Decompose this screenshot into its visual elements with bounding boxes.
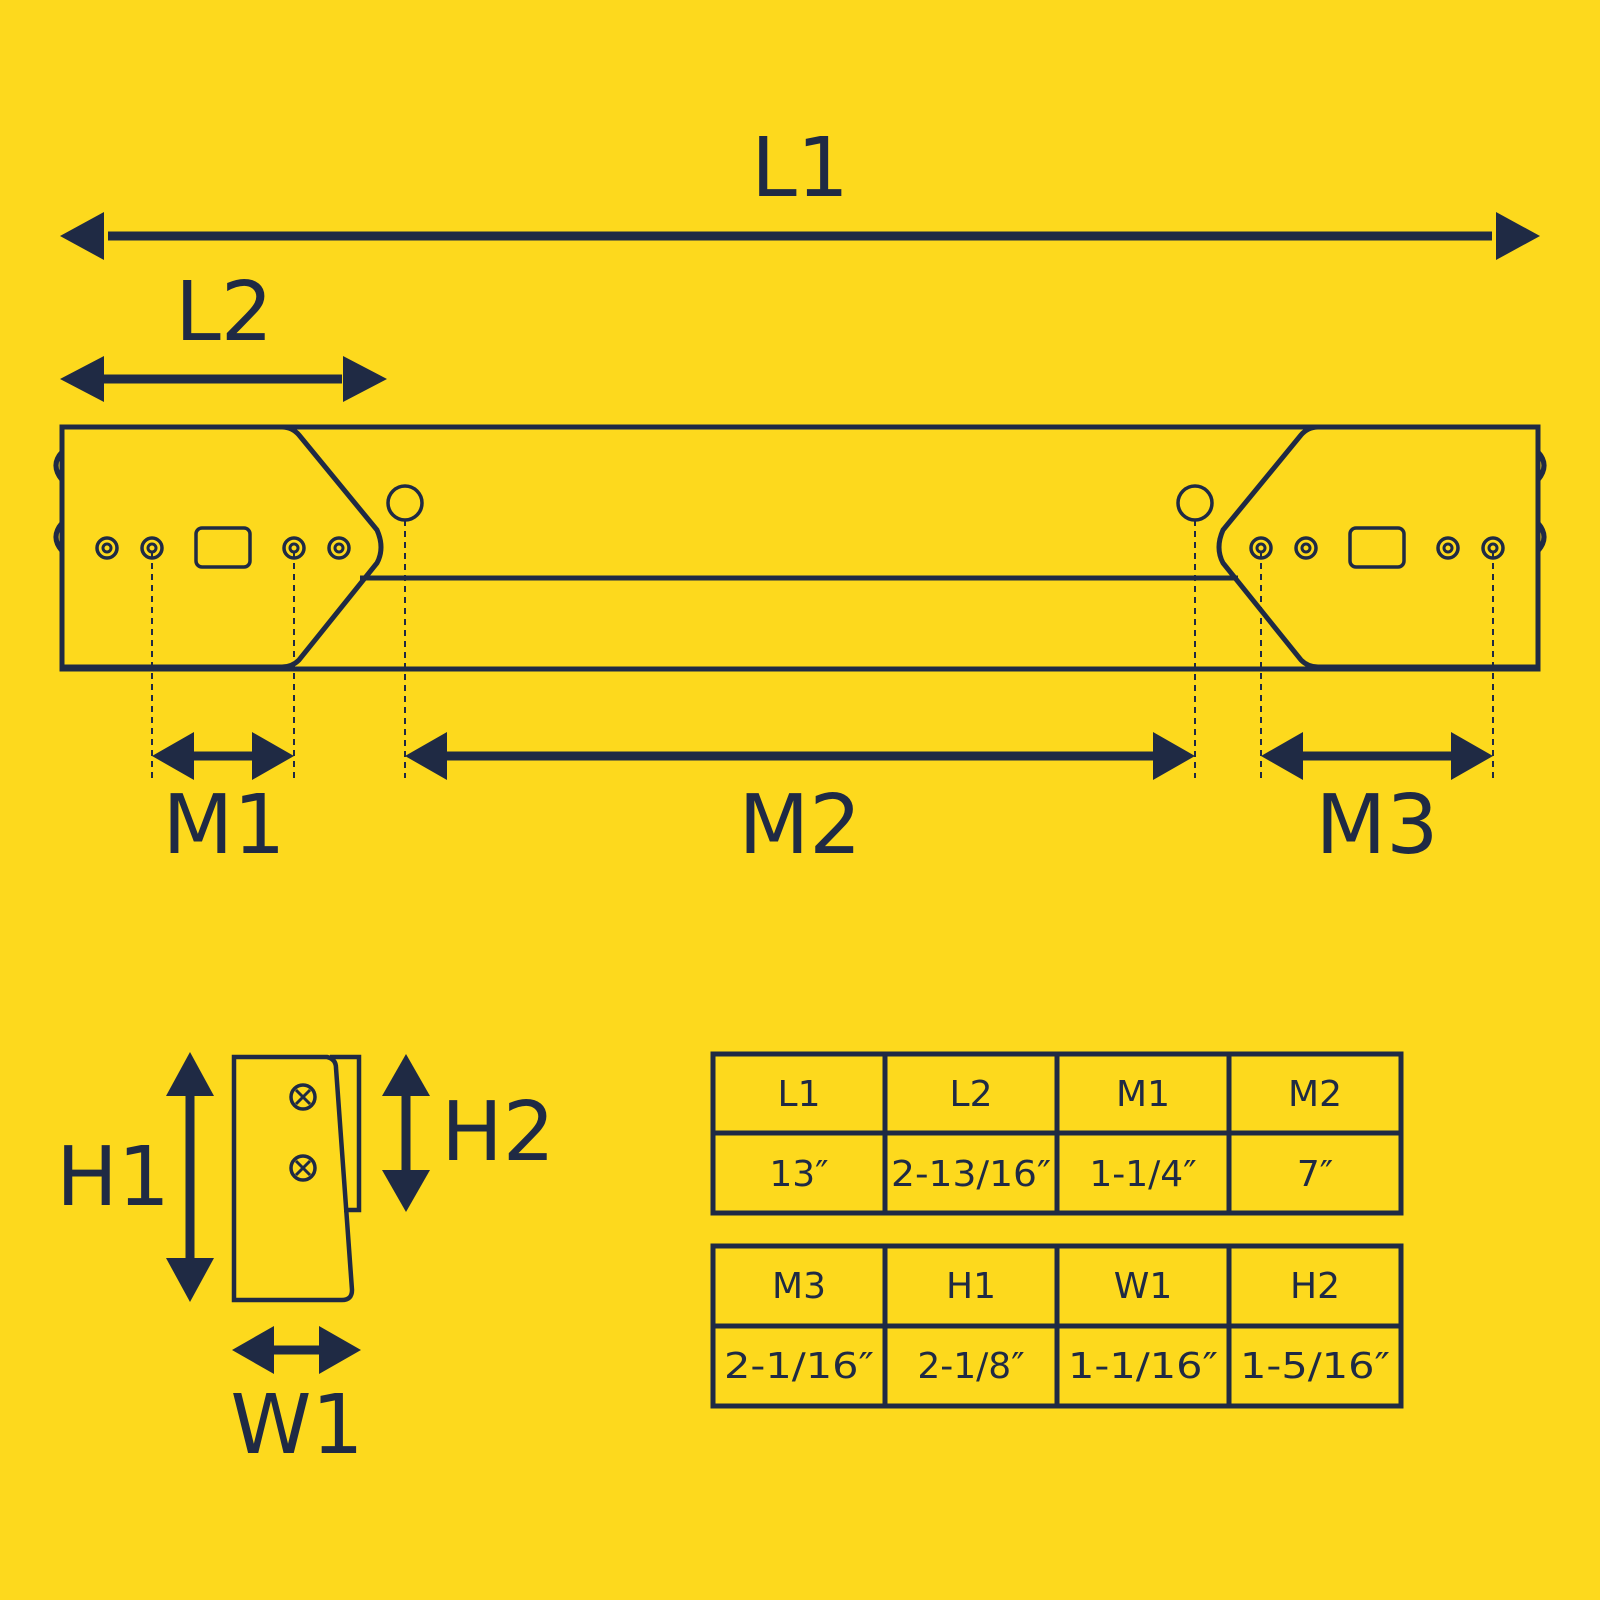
right-hole-2 xyxy=(1294,536,1318,560)
l2-label: L2 xyxy=(175,265,273,360)
table-header-cell: M1 xyxy=(1116,1074,1170,1115)
left-hole-4 xyxy=(327,536,351,560)
left-end-plate xyxy=(62,424,384,670)
extension-lines xyxy=(151,520,1494,778)
table-value-cell: 2-13/16″ xyxy=(891,1154,1051,1195)
table-value-cell: 2-1/16″ xyxy=(724,1346,874,1387)
dimension-table-1: L1 L2 M1 M2 13″ 2-13/16″ 1-1/4″ 7″ xyxy=(710,1051,1404,1216)
m2-dimension: M2 xyxy=(405,732,1195,873)
mount-hole-right xyxy=(1176,484,1214,522)
right-end-tab xyxy=(1535,450,1547,553)
m3-dimension: M3 xyxy=(1261,732,1493,873)
part-side-view xyxy=(231,1054,362,1303)
left-slot xyxy=(194,526,252,569)
table-value-cell: 1-1/4″ xyxy=(1089,1154,1196,1195)
table-header-cell: H2 xyxy=(1290,1266,1340,1307)
table-value-cell: 1-1/16″ xyxy=(1068,1346,1218,1387)
screw-icon xyxy=(289,1083,317,1111)
table-header-cell: L2 xyxy=(950,1074,993,1115)
table-value-cell: 13″ xyxy=(769,1154,828,1195)
left-hole-1 xyxy=(95,536,119,560)
right-hole-3 xyxy=(1436,536,1460,560)
l1-label: L1 xyxy=(751,121,849,216)
right-slot xyxy=(1348,526,1406,569)
table-header-cell: L1 xyxy=(778,1074,821,1115)
mount-hole-left xyxy=(386,484,424,522)
part-front-view xyxy=(53,424,1547,672)
h1-label: H1 xyxy=(56,1130,170,1225)
table-header-cell: M3 xyxy=(772,1266,826,1307)
table-header-cell: H1 xyxy=(946,1266,996,1307)
w1-dimension: W1 xyxy=(230,1326,364,1473)
table-header-cell: M2 xyxy=(1288,1074,1342,1115)
m1-dimension: M1 xyxy=(152,732,294,873)
m1-label: M1 xyxy=(163,778,286,873)
side-back-plate xyxy=(330,1054,362,1213)
dimension-table-2: M3 H1 W1 H2 2-1/16″ 2-1/8″ 1-1/16″ 1-5/1… xyxy=(710,1243,1404,1409)
table-header-cell: W1 xyxy=(1114,1266,1173,1307)
side-body-outline xyxy=(231,1054,355,1303)
left-end-tab xyxy=(53,450,65,553)
table-value-cell: 1-5/16″ xyxy=(1240,1346,1390,1387)
m2-label: M2 xyxy=(739,778,862,873)
h1-dimension: H1 xyxy=(56,1052,214,1302)
right-end-plate xyxy=(1216,424,1538,670)
h2-dimension: H2 xyxy=(382,1054,555,1212)
h2-label: H2 xyxy=(441,1085,555,1180)
table-value-cell: 2-1/8″ xyxy=(917,1346,1024,1387)
screw-icon xyxy=(289,1154,317,1182)
l1-dimension: L1 xyxy=(60,121,1540,260)
l2-dimension: L2 xyxy=(60,265,387,402)
m3-label: M3 xyxy=(1316,778,1439,873)
table-value-cell: 7″ xyxy=(1297,1154,1333,1195)
w1-label: W1 xyxy=(230,1378,363,1473)
